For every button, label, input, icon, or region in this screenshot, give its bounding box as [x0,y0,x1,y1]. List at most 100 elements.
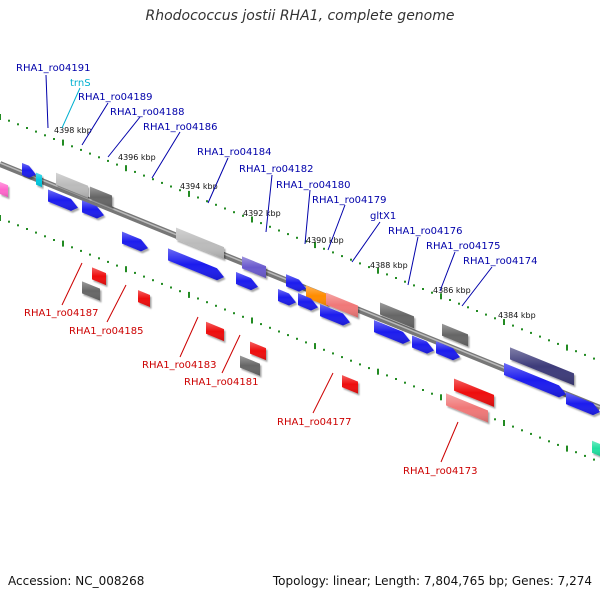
tick-mark [26,228,28,230]
gene-label: RHA1_ro04182 [239,164,314,175]
gene-gloss [412,335,434,354]
tick-mark [593,357,595,360]
leader-line [327,204,346,251]
map-title: Rhodococcus jostii RHA1, complete genome [145,8,455,24]
leader-line [407,236,419,286]
tick-mark [62,139,64,146]
gene-label: RHA1_ro04186 [143,122,218,133]
tick-mark [557,443,559,446]
gene-gloss [320,304,350,326]
tick-mark [26,127,28,129]
tick-mark [224,207,226,210]
tick-mark [287,233,289,236]
kbp-label: 4394 kbp [180,182,218,191]
tick-mark [368,367,370,370]
tick-mark [512,324,514,327]
tick-mark [332,251,334,254]
tick-mark [0,114,1,120]
tick-mark [584,353,586,356]
tick-mark [269,326,271,329]
tick-mark [422,288,424,290]
tick-mark [215,304,217,307]
tick-mark [296,337,298,340]
tick-mark [350,359,352,362]
tick-mark [548,339,550,342]
tick-mark [62,240,64,247]
tick-mark [431,291,433,294]
tick-mark [8,220,10,223]
gene-label: RHA1_ro04191 [16,63,91,74]
tick-mark [170,185,172,188]
tick-mark [179,290,181,293]
tick-mark [521,429,523,432]
gene-gloss [592,440,600,456]
tick-mark [521,328,523,331]
gene-gloss [90,186,112,208]
tick-mark [35,231,37,234]
accession-text: Accession: NC_008268 [8,574,145,588]
tick-mark [530,432,532,435]
tick-mark [512,425,514,428]
gene-label: RHA1_ro04187 [24,308,99,319]
gene-label: RHA1_ro04183 [142,360,217,371]
tick-mark [386,374,388,377]
tick-mark [413,385,415,388]
gene-gloss [250,341,266,361]
gene-gloss [236,271,258,291]
tick-mark [80,148,82,151]
kbp-label: 4396 kbp [118,153,156,162]
tick-mark [296,236,298,239]
gene-label: RHA1_ro04174 [463,256,538,267]
tick-mark [530,331,532,334]
gene-features [0,162,600,456]
tick-mark [458,302,460,305]
tick-mark [98,257,100,260]
leader-line [107,116,141,158]
tick-mark [278,330,280,333]
tick-mark [314,242,316,249]
tick-mark [269,225,271,228]
tick-mark [341,356,343,359]
tick-mark [53,138,55,140]
tick-mark [503,319,505,325]
tick-mark [107,159,109,162]
tick-mark [485,313,487,316]
gene-label: RHA1_ro04185 [69,326,144,337]
tick-mark [98,156,100,159]
tick-mark [0,215,1,221]
tick-mark [44,235,46,238]
tick-mark [440,293,442,300]
tick-mark [494,317,496,320]
gene-label: RHA1_ro04179 [312,195,387,206]
gene-gloss [566,392,600,416]
tick-mark [341,255,343,258]
tick-mark [80,249,82,252]
tick-mark [404,381,406,384]
tick-mark [161,282,163,285]
kbp-label: 4398 kbp [54,126,92,135]
gene-gloss [56,172,88,198]
gene-gloss [342,375,358,394]
tick-mark [233,312,235,315]
leader-line [439,251,456,292]
gene-gloss [242,256,266,279]
tick-mark [215,203,217,206]
tick-mark [332,352,334,355]
gene-gloss [326,292,358,318]
gene-gloss [380,302,414,329]
tick-mark [278,229,280,232]
gene-gloss [306,285,328,307]
tick-mark [44,134,46,137]
tick-mark [476,310,478,312]
bottom-gene-labels: RHA1_ro04187 RHA1_ro04185 RHA1_ro04183 R… [24,308,478,477]
tick-mark [125,165,127,172]
tick-mark [305,341,307,344]
tick-mark [188,291,190,298]
kbp-label: 4390 kbp [306,236,344,245]
tick-mark [566,445,568,452]
tick-mark [143,275,145,278]
leader-line [179,316,199,358]
tick-mark [557,342,559,345]
tick-mark [440,394,442,401]
tick-mark [260,222,262,225]
